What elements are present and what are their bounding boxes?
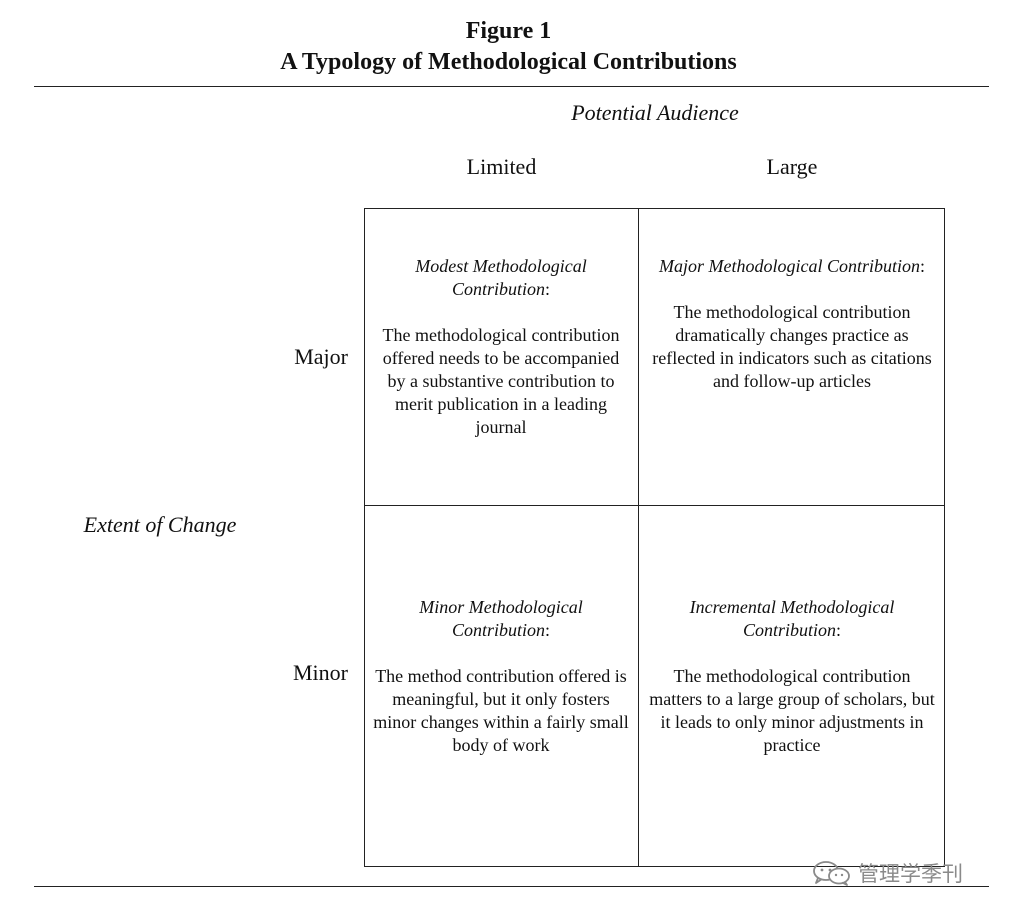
cell-modest-contribution: Modest Methodological Contribution: The … [372,255,630,439]
figure-number: Figure 1 [465,18,552,44]
column-label-large: Large [766,154,818,179]
cell-title: Major Methodological Contribution: [658,256,925,276]
cell-major-contribution: Major Methodological Contribution: The m… [648,255,936,393]
cell-description: The methodological contribution offered … [382,325,620,437]
cell-description: The methodological contribution matters … [649,666,935,755]
cell-incremental-contribution: Incremental Methodological Contribution:… [648,596,936,757]
row-label-minor: Minor [293,660,348,685]
y-axis-title: Extent of Change [83,512,237,537]
cell-title: Minor Methodological Contribution: [419,597,583,640]
row-label-major: Major [294,344,348,369]
cell-title: Modest Methodological Contribution: [415,256,587,299]
wechat-icon [813,861,850,886]
grid-vertical-divider [638,208,639,867]
cell-title: Incremental Methodological Contribution: [689,597,895,640]
watermark-text: 管理学季刊 [858,862,963,886]
cell-description: The methodological contribution dramatic… [652,302,932,391]
figure-caption: A Typology of Methodological Contributio… [280,49,737,75]
grid-horizontal-divider [364,505,945,506]
column-label-limited: Limited [466,154,537,179]
typology-grid [364,208,945,867]
top-rule [34,86,989,87]
watermark: 管理学季刊 [812,858,963,888]
x-axis-title: Potential Audience [571,100,739,125]
cell-description: The method contribution offered is meani… [373,666,629,755]
cell-minor-contribution: Minor Methodological Contribution: The m… [372,596,630,757]
bottom-rule [34,886,989,887]
